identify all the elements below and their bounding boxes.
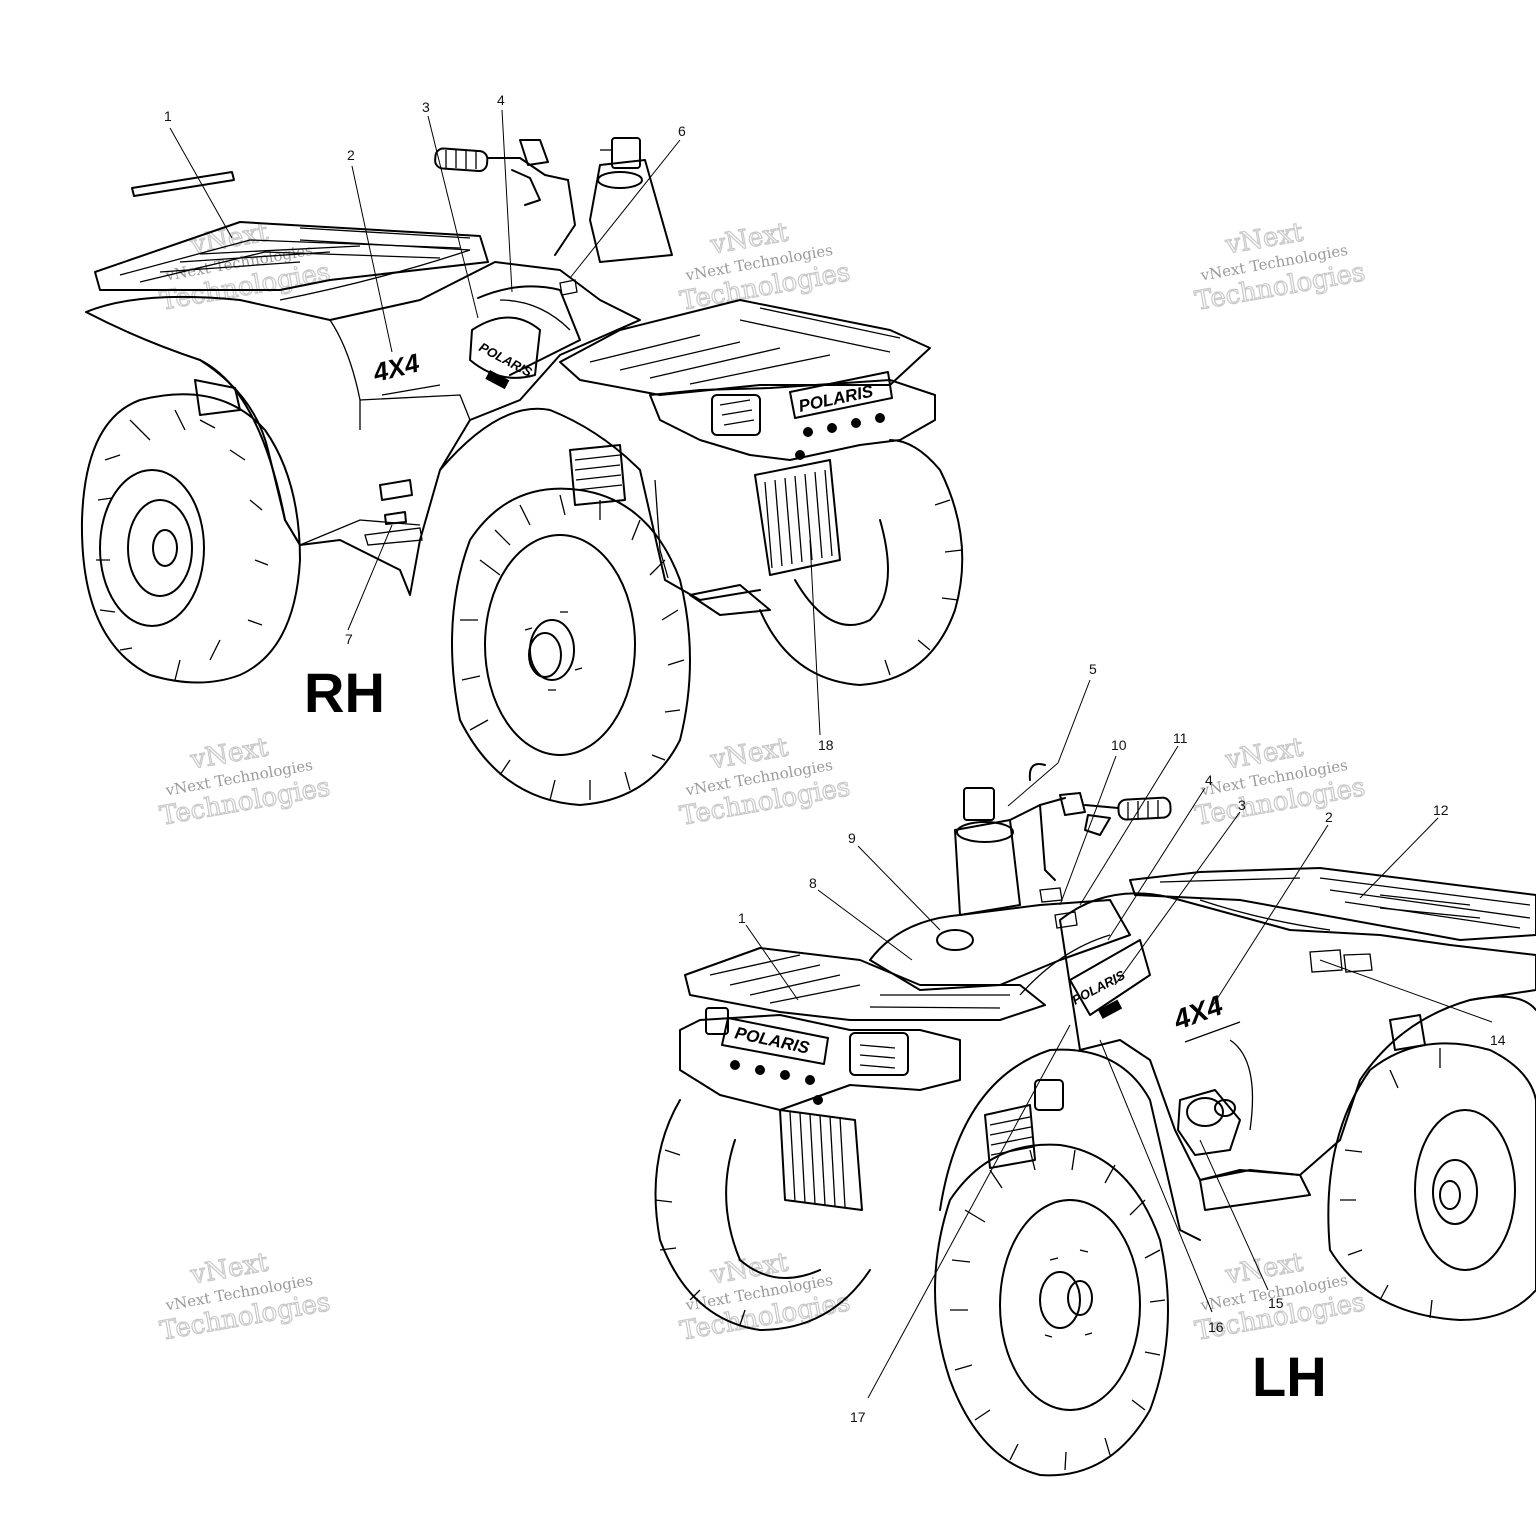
lh-mirror-clip (1028, 763, 1046, 781)
watermarks: vNext vNext Technologies Technologies vN… (157, 217, 1368, 1348)
lh-tank (869, 787, 1131, 991)
view-label-lh: LH (1252, 1345, 1327, 1408)
callout-lh-3: 3 (1238, 797, 1246, 813)
lh-front-rack (684, 947, 1046, 1021)
callout-rh-18: 18 (818, 737, 834, 753)
rh-lower-frame (689, 584, 771, 616)
callout-lh-4: 4 (1205, 772, 1213, 788)
callout-rh-6: 6 (678, 123, 686, 139)
lh-front-fender (939, 1048, 1201, 1241)
rh-front-bumper: POLARIS (649, 371, 936, 461)
lh-4x4-decal: 4X4 (1169, 989, 1241, 1043)
callout-numbers: 1 2 3 4 6 7 18 5 10 11 4 3 2 12 9 8 1 14… (164, 92, 1506, 1425)
lh-front-brand-text: POLARIS (733, 1023, 812, 1057)
rh-handlebars (434, 137, 673, 263)
callout-lh-8: 8 (809, 875, 817, 891)
rh-grille (569, 444, 841, 576)
lh-side-brand-text: POLARIS (1069, 967, 1127, 1008)
rh-front-wheel-near (451, 487, 691, 806)
lh-front-bumper: POLARIS (679, 1007, 961, 1111)
watermark: vNext vNext Technologies Technologies (157, 1247, 333, 1348)
atv-lh-view: POLARIS 4X4 (654, 763, 1536, 1477)
rh-front-fender (439, 407, 761, 601)
callout-lh-11: 11 (1173, 730, 1188, 746)
lh-footrest (1199, 1169, 1311, 1211)
view-label-rh: RH (304, 661, 385, 724)
lh-rear-light (1389, 1014, 1426, 1051)
callout-lh-5: 5 (1089, 661, 1097, 677)
lh-front-wheel-far (654, 1099, 871, 1331)
rh-side-decal: POLARIS (469, 316, 541, 390)
rh-rear-wheel (80, 393, 301, 684)
watermark: vNext vNext Technologies Technologies (677, 217, 853, 318)
rh-rear-fender (199, 359, 301, 546)
callout-lh-12: 12 (1433, 802, 1449, 818)
lh-rear-rack (1129, 867, 1536, 941)
callout-lh-17: 17 (850, 1409, 866, 1425)
callout-lh-10: 10 (1111, 737, 1127, 753)
rh-side-brand-text: POLARIS (477, 339, 535, 380)
callout-rh-1: 1 (164, 108, 172, 124)
watermark: vNext vNext Technologies Technologies (1192, 217, 1368, 318)
callout-rh-2: 2 (347, 147, 355, 163)
callout-lh-15: 15 (1268, 1295, 1284, 1311)
lh-body (1059, 892, 1536, 1181)
callout-rh-4: 4 (497, 92, 505, 108)
lh-rear-fender (1469, 995, 1536, 1011)
callout-lh-16: 16 (1208, 1319, 1224, 1335)
rh-front-rack (559, 299, 931, 396)
callout-lh-14: 14 (1490, 1032, 1506, 1048)
rh-rear-light (194, 379, 241, 416)
rh-shock (654, 479, 669, 579)
rh-4x4-decal: 4X4 (369, 347, 441, 396)
callout-rh-3: 3 (422, 99, 430, 115)
watermark: vNext vNext Technologies Technologies (157, 732, 333, 833)
callout-rh-7: 7 (345, 631, 353, 647)
lh-handlebars (1009, 763, 1172, 881)
rh-front-wheel-far (759, 439, 964, 686)
rh-rear-rack (94, 221, 489, 291)
lh-rear-wheel (1327, 1042, 1536, 1321)
rh-decal-strip (131, 171, 235, 197)
callout-lh-2: 2 (1325, 809, 1333, 825)
lh-grille (779, 1079, 1064, 1211)
rh-front-brand-text: POLARIS (797, 381, 876, 415)
callout-lh-1: 1 (738, 910, 746, 926)
rh-4x4-text: 4X4 (369, 347, 423, 388)
lh-front-wheel-near (934, 1143, 1169, 1477)
leader-lines (169, 109, 1493, 1399)
callout-lh-9: 9 (848, 830, 856, 846)
